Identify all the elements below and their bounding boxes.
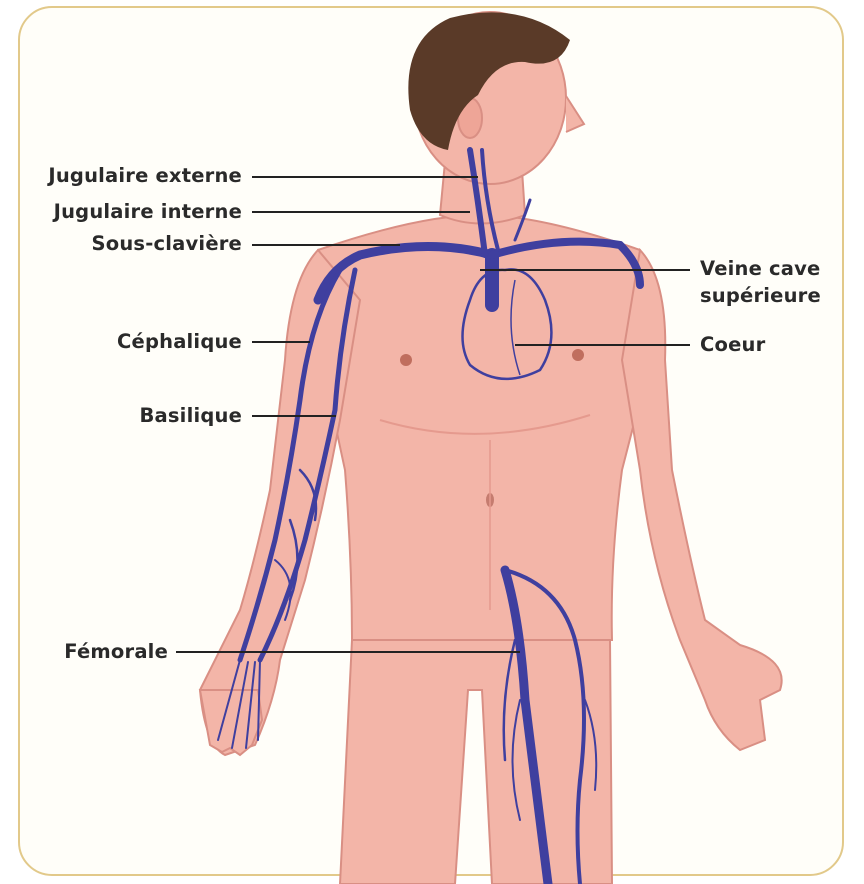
left-nipple: [400, 354, 412, 366]
right-arm: [622, 250, 782, 750]
label-jugulaire-interne: Jugulaire interne: [20, 200, 242, 224]
label-basilique: Basilique: [20, 404, 242, 428]
right-nipple: [572, 349, 584, 361]
heart: [463, 269, 552, 379]
body-silhouette: [200, 12, 782, 884]
legs: [340, 640, 612, 884]
label-sous-claviere: Sous-clavière: [20, 232, 242, 256]
nose: [566, 96, 584, 132]
label-jugulaire-externe: Jugulaire externe: [20, 164, 242, 188]
label-femorale: Fémorale: [20, 640, 168, 664]
left-arm: [200, 250, 360, 755]
left-hand: [200, 690, 262, 755]
label-coeur: Coeur: [700, 333, 765, 357]
label-cephalique: Céphalique: [20, 330, 242, 354]
label-veine-cave-line2: supérieure: [700, 284, 821, 308]
label-veine-cave-line1: Veine cave: [700, 257, 821, 281]
